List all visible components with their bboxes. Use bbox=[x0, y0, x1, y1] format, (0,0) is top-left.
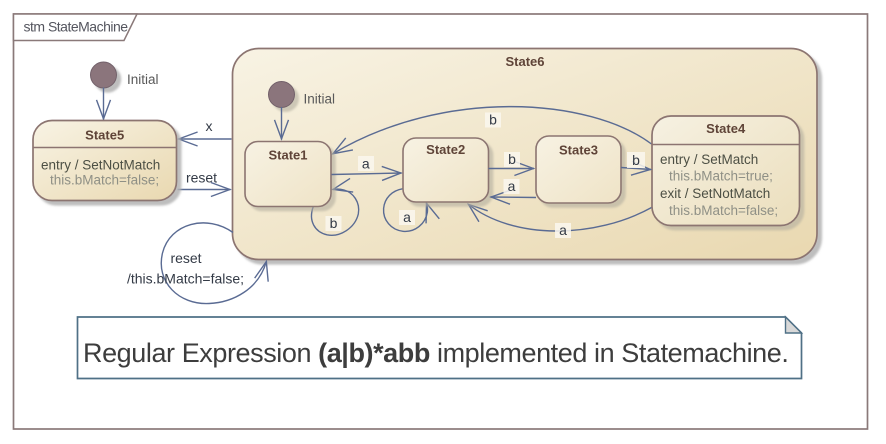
svg-text:a: a bbox=[559, 222, 567, 238]
svg-text:Initial: Initial bbox=[127, 72, 159, 87]
svg-text:entry / SetNotMatch: entry / SetNotMatch bbox=[41, 158, 160, 173]
svg-text:State5: State5 bbox=[85, 128, 124, 143]
svg-text:b: b bbox=[489, 112, 497, 128]
svg-text:State3: State3 bbox=[559, 143, 598, 158]
svg-text:x: x bbox=[206, 118, 213, 134]
svg-text:a: a bbox=[403, 209, 411, 225]
svg-text:exit / SetNotMatch: exit / SetNotMatch bbox=[660, 186, 770, 201]
svg-text:State6: State6 bbox=[505, 54, 544, 69]
svg-text:State4: State4 bbox=[706, 121, 746, 136]
svg-text:Initial: Initial bbox=[304, 92, 336, 107]
svg-text:/this.bMatch=false;: /this.bMatch=false; bbox=[127, 271, 244, 287]
svg-text:reset: reset bbox=[170, 250, 201, 266]
svg-text:this.bMatch=true;: this.bMatch=true; bbox=[669, 169, 773, 184]
svg-text:stm StateMachine: stm StateMachine bbox=[24, 19, 129, 35]
svg-text:this.bMatch=false;: this.bMatch=false; bbox=[50, 173, 159, 188]
svg-text:a: a bbox=[508, 178, 516, 194]
svg-text:Regular Expression (a|b)*abb i: Regular Expression (a|b)*abb implemented… bbox=[83, 338, 788, 368]
svg-text:b: b bbox=[330, 215, 338, 231]
svg-text:reset: reset bbox=[186, 170, 217, 186]
svg-text:this.bMatch=false;: this.bMatch=false; bbox=[669, 203, 778, 218]
svg-text:entry / SetMatch: entry / SetMatch bbox=[660, 152, 758, 167]
svg-text:b: b bbox=[632, 152, 640, 168]
svg-text:State2: State2 bbox=[426, 142, 465, 157]
svg-text:b: b bbox=[508, 151, 516, 167]
svg-text:a: a bbox=[362, 156, 370, 172]
svg-text:State1: State1 bbox=[268, 148, 307, 163]
